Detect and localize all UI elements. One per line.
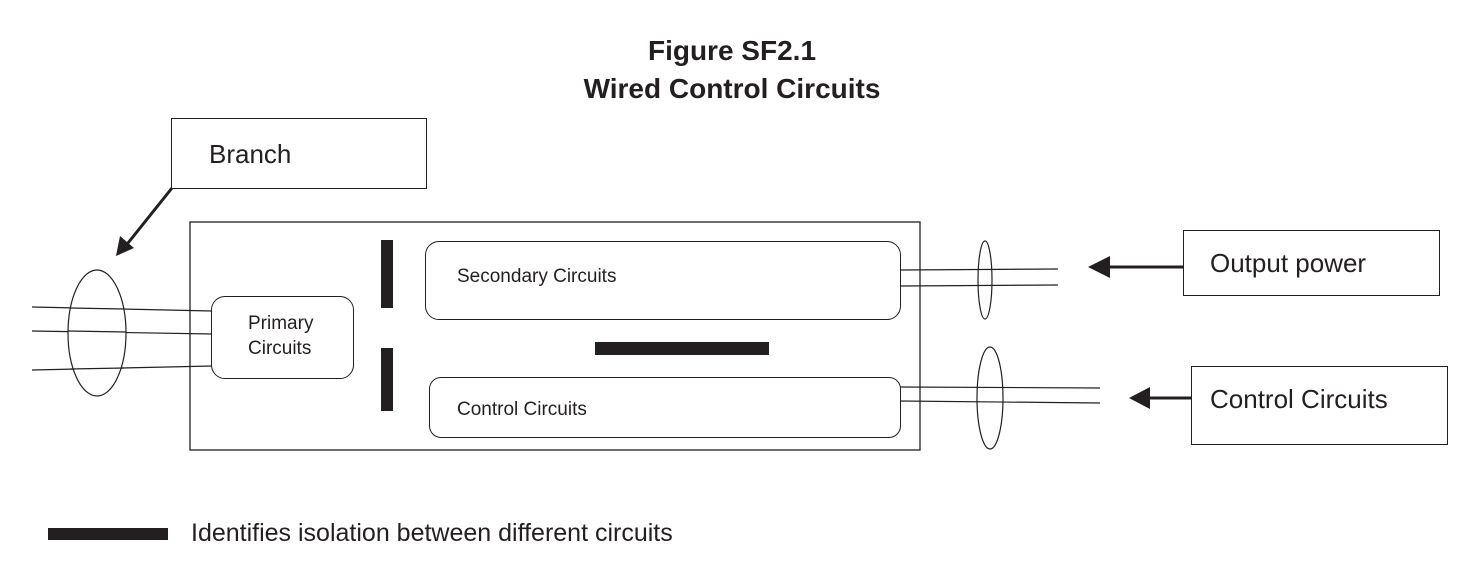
control-label: Control Circuits [457, 399, 587, 420]
primary-label-line2: Circuits [248, 338, 312, 359]
control-wire-2 [899, 400, 1101, 404]
legend-text: Identifies isolation between different c… [191, 519, 673, 547]
output-power-callout: Output power [1183, 230, 1440, 296]
output-wire-1 [899, 268, 1059, 271]
output-power-arrowhead [1088, 256, 1110, 278]
control-circuits-arrowhead [1129, 387, 1150, 409]
isolation-bar-secondary-control [595, 342, 769, 355]
input-wire-3-inside [69, 367, 125, 370]
primary-circuits-block: Primary Circuits [211, 296, 354, 379]
figure-title: Wired Control Circuits [583, 73, 881, 104]
figure-number: Figure SF2.1 [647, 35, 817, 66]
branch-cable-bundle [67, 269, 127, 397]
primary-label-line1: Primary [248, 313, 314, 334]
branch-arrowhead [116, 236, 134, 256]
branch-arrow [122, 187, 174, 249]
control-circuits-label: Control Circuits [1210, 384, 1388, 414]
branch-callout: Branch [171, 118, 427, 189]
isolation-bar-primary-secondary [381, 240, 393, 308]
secondary-label: Secondary Circuits [457, 266, 617, 287]
output-power-label: Output power [1210, 248, 1367, 278]
input-wire-2-inside [67, 330, 127, 333]
branch-label: Branch [209, 139, 292, 169]
input-wire-1-inside [69, 307, 125, 310]
legend-isolation-swatch [48, 528, 168, 540]
control-wire-1 [899, 386, 1101, 389]
output-power-cable [977, 240, 993, 320]
output-wire-2 [899, 284, 1059, 287]
isolation-bar-primary-control [381, 348, 393, 411]
control-circuits-callout: Control Circuits [1191, 366, 1448, 445]
control-circuits-block: Control Circuits [429, 377, 901, 438]
control-circuits-cable [976, 346, 1004, 450]
secondary-circuits-block: Secondary Circuits [425, 241, 901, 320]
equipment-enclosure [189, 221, 921, 451]
